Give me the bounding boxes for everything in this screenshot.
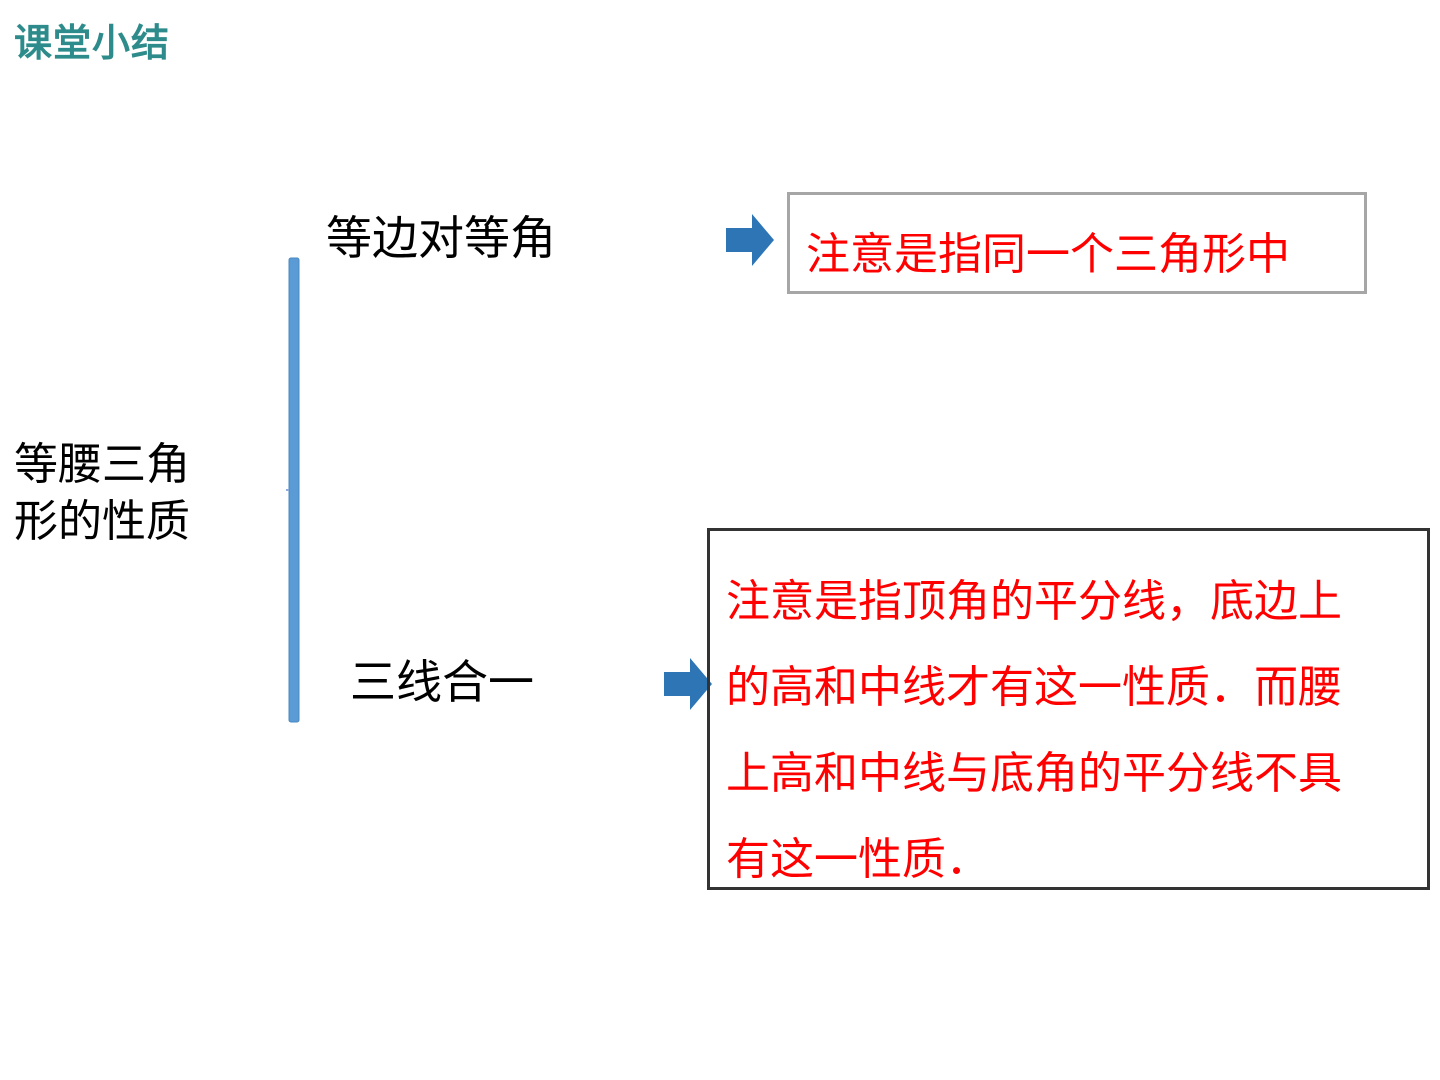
bracket-connector xyxy=(286,256,300,724)
note-line: 注意是指同一个三角形中 xyxy=(806,229,1290,280)
note-box-three-lines: 注意是指顶角的平分线，底边上 的高和中线才有这一性质．而腰 上高和中线与底角的平… xyxy=(707,528,1430,890)
branch-label-three-lines-coincide: 三线合一 xyxy=(350,655,534,709)
main-topic-line-2: 形的性质 xyxy=(14,496,190,547)
note-line: 上高和中线与底角的平分线不具 xyxy=(726,748,1342,799)
note-box-same-triangle: 注意是指同一个三角形中 xyxy=(787,192,1367,294)
page-title: 课堂小结 xyxy=(14,21,171,65)
note-line: 有这一性质． xyxy=(726,834,990,885)
right-arrow-icon xyxy=(662,656,714,712)
note-line: 的高和中线才有这一性质．而腰 xyxy=(726,662,1342,713)
main-topic-line-1: 等腰三角 xyxy=(14,439,190,490)
right-arrow-icon xyxy=(724,212,776,268)
note-line: 注意是指顶角的平分线，底边上 xyxy=(726,576,1342,627)
branch-label-equal-sides-angles: 等边对等角 xyxy=(326,211,556,265)
main-topic: 等腰三角 形的性质 xyxy=(14,436,214,550)
